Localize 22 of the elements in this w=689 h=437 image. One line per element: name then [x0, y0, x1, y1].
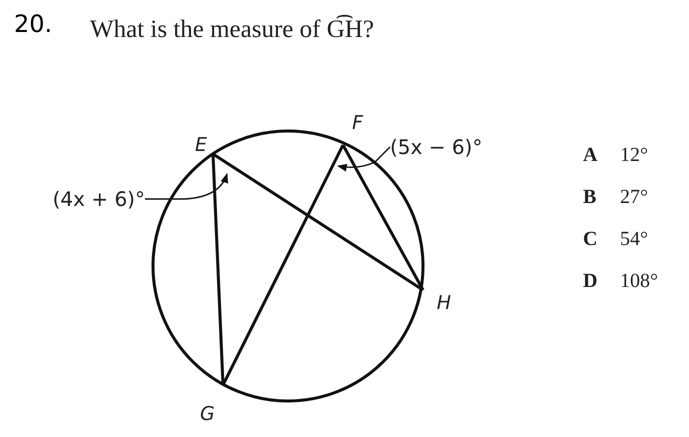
angle-label: (4x + 6)°	[52, 187, 145, 211]
point-label: E	[195, 134, 213, 154]
angle-label: (5x − 6)°	[390, 135, 482, 159]
point-label: G	[200, 385, 223, 425]
choice-letter: A	[583, 144, 598, 167]
choice-value: 108°	[620, 270, 658, 293]
choice-value: 54°	[620, 228, 648, 251]
choice-letter: D	[583, 270, 598, 293]
chord-line	[212, 152, 424, 292]
choice-letter: C	[583, 228, 598, 251]
leader-line	[145, 173, 228, 200]
point-label: F	[343, 112, 363, 145]
chord-line	[342, 144, 424, 291]
choice-value: 12°	[620, 144, 648, 167]
question-text: What is the measure of G͡H?	[90, 16, 374, 44]
choice-letter: B	[583, 186, 596, 209]
point-label: H	[423, 290, 451, 314]
choice-value: 27°	[620, 186, 648, 209]
leader-line	[337, 146, 390, 172]
question-number: 20.	[14, 10, 52, 38]
chord-line	[212, 154, 224, 386]
chord-line	[222, 144, 344, 386]
